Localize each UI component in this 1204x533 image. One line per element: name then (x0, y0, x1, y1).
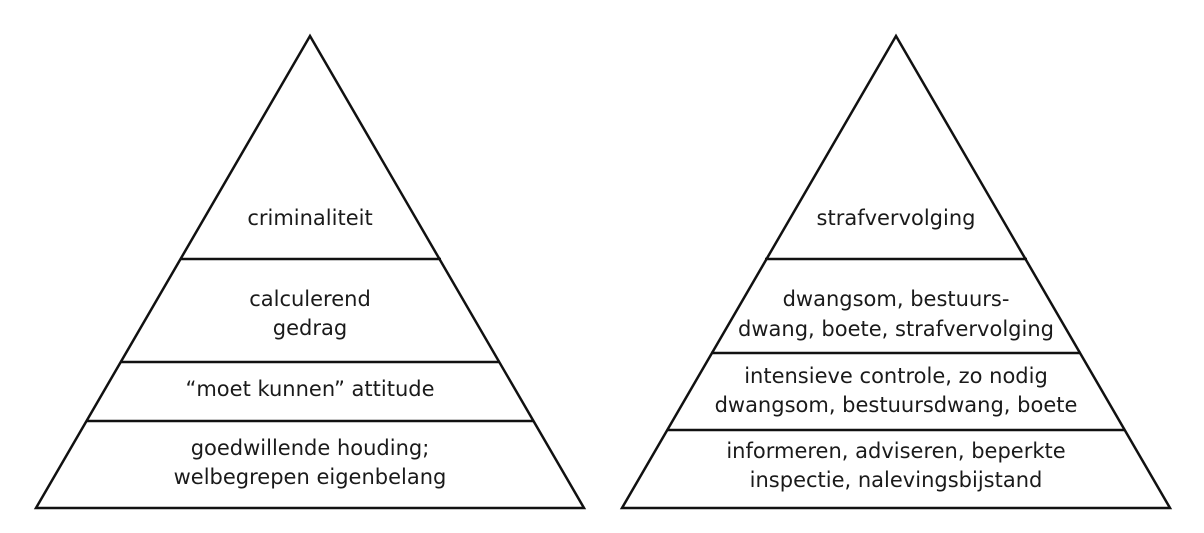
level-strafvervolging: strafvervolging (817, 206, 976, 230)
level-intensieve-controle: intensieve controle, zo nodig dwangsom, … (715, 364, 1078, 417)
level-calculerend-gedrag: calculerend gedrag (249, 287, 371, 340)
level-dwangsom-boete: dwangsom, bestuurs- dwang, boete, strafv… (738, 287, 1054, 341)
level-label-line-1: dwangsom, bestuurs- (783, 287, 1010, 311)
level-label-line-2: gedrag (273, 316, 347, 340)
level-label: “moet kunnen” attitude (185, 377, 434, 401)
level-label-line-2: dwangsom, bestuursdwang, boete (715, 393, 1078, 417)
level-label: strafvervolging (817, 206, 976, 230)
level-label-line-2: welbegrepen eigenbelang (174, 465, 447, 489)
level-label-line-1: intensieve controle, zo nodig (744, 364, 1048, 388)
level-criminaliteit: criminaliteit (247, 206, 372, 230)
pyramid-behaviour: criminaliteit calculerend gedrag “moet k… (33, 33, 587, 510)
level-label-line-2: inspectie, nalevingsbijstand (750, 468, 1043, 492)
level-goedwillende-houding: goedwillende houding; welbegrepen eigenb… (174, 436, 447, 489)
pyramid-outline (33, 33, 587, 510)
level-label: criminaliteit (247, 206, 372, 230)
level-informeren-adviseren: informeren, adviseren, beperkte inspecti… (726, 439, 1065, 492)
pyramid-outline (619, 33, 1173, 510)
level-label-line-1: informeren, adviseren, beperkte (726, 439, 1065, 463)
level-label-line-1: calculerend (249, 287, 371, 311)
level-moet-kunnen-attitude: “moet kunnen” attitude (185, 377, 434, 401)
level-label-line-2: dwang, boete, strafvervolging (738, 317, 1054, 341)
level-label-line-1: goedwillende houding; (191, 436, 430, 460)
pyramid-enforcement: strafvervolging dwangsom, bestuurs- dwan… (619, 33, 1173, 510)
